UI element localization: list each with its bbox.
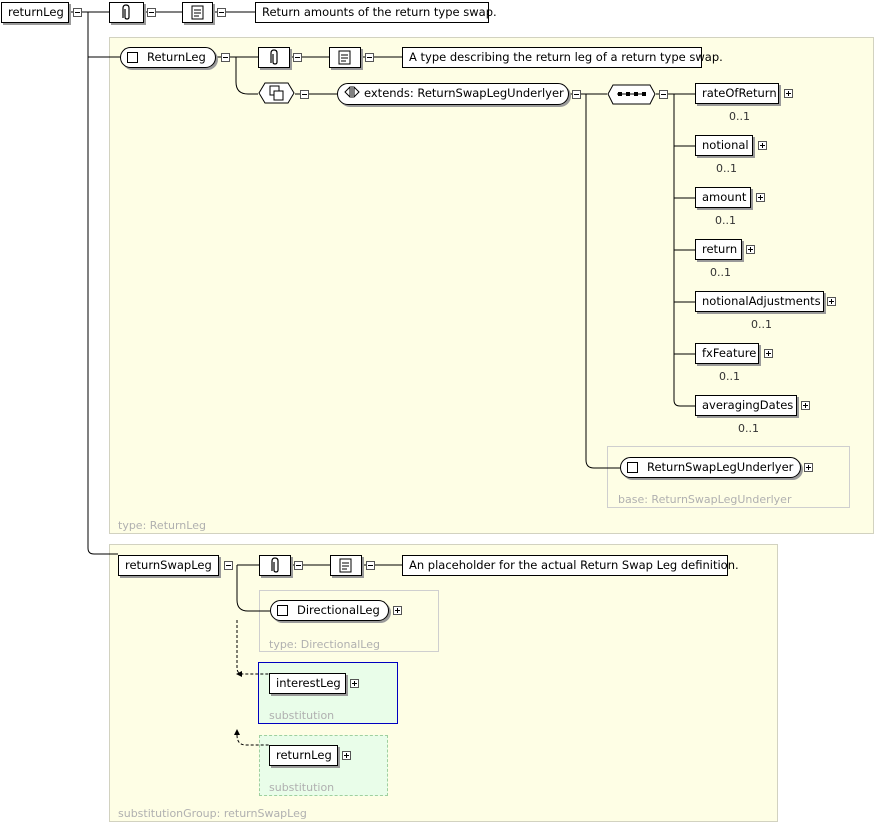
occurrence-notionaladjustments: 0..1: [751, 318, 772, 331]
extension-label: extends: ReturnSwapLegUnderlyer: [364, 86, 564, 100]
element-return[interactable]: return: [695, 239, 742, 260]
occurrence-rateofreturn: 0..1: [729, 110, 750, 123]
element-returnswapleg[interactable]: returnSwapLeg: [118, 555, 219, 576]
collapse-toggle-extension[interactable]: [572, 90, 581, 99]
element-rateofreturn[interactable]: rateOfReturn: [695, 83, 779, 104]
element-interestleg-label: interestLeg: [276, 676, 341, 690]
expand-toggle-interestleg[interactable]: [350, 679, 359, 688]
occurrence-averagingdates: 0..1: [738, 422, 759, 435]
element-returnleg-root[interactable]: returnLeg: [1, 2, 69, 23]
complex-type-icon: [277, 605, 288, 616]
element-returnleg-substitution-label: returnLeg: [276, 748, 332, 762]
base-type-caption: base: ReturnSwapLegUnderlyer: [618, 493, 792, 506]
collapse-toggle-model-group[interactable]: [300, 90, 309, 99]
element-notionaladjustments-label: notionalAdjustments: [702, 294, 821, 308]
complex-type-returnleg-label: ReturnLeg: [147, 50, 206, 64]
annotation-paperclip-returnleg[interactable]: [258, 47, 290, 68]
complex-type-returnswaplegunderlyer[interactable]: ReturnSwapLegUnderlyer: [620, 457, 801, 478]
complex-type-icon: [127, 52, 138, 63]
complex-type-icon: [627, 462, 638, 473]
paperclip-icon: [122, 4, 130, 20]
extension-arrows-icon: [344, 85, 360, 99]
occurrence-amount: 0..1: [715, 214, 736, 227]
expand-toggle-fxfeature[interactable]: [764, 349, 773, 358]
substitution-caption-interestleg: substitution: [269, 709, 335, 722]
collapse-toggle-root-annotation[interactable]: [147, 8, 156, 17]
element-averagingdates[interactable]: averagingDates: [695, 395, 797, 416]
documentation-scroll-returnleg[interactable]: [329, 47, 361, 68]
collapse-toggle-returnleg-type[interactable]: [221, 53, 230, 62]
element-fxfeature-label: fxFeature: [702, 346, 757, 360]
element-notional-label: notional: [702, 138, 749, 152]
element-returnleg-root-label: returnLeg: [8, 5, 64, 19]
expand-toggle-returnleg-substitution[interactable]: [342, 751, 351, 760]
collapse-toggle-sequence[interactable]: [659, 90, 668, 99]
sequence-icon: [607, 84, 656, 105]
paperclip-icon: [271, 557, 279, 573]
collapse-toggle-returnswapleg-annotation[interactable]: [294, 561, 303, 570]
complex-type-returnleg[interactable]: ReturnLeg: [120, 47, 216, 68]
element-returnleg-substitution[interactable]: returnLeg: [269, 745, 338, 766]
element-amount[interactable]: amount: [695, 187, 751, 208]
returnleg-type-caption: type: ReturnLeg: [118, 519, 206, 532]
documentation-text-returnswapleg: An placeholder for the actual Return Swa…: [402, 555, 739, 576]
documentation-scroll-root[interactable]: [182, 2, 213, 23]
extension-box[interactable]: extends: ReturnSwapLegUnderlyer: [337, 83, 569, 105]
collapse-toggle-root-doc[interactable]: [217, 8, 226, 17]
substitution-caption-returnleg: substitution: [269, 781, 335, 794]
occurrence-fxfeature: 0..1: [719, 370, 740, 383]
expand-toggle-averagingdates[interactable]: [801, 401, 810, 410]
collapse-toggle-root[interactable]: [73, 8, 82, 17]
element-notional[interactable]: notional: [695, 135, 753, 156]
element-amount-label: amount: [702, 190, 747, 204]
expand-toggle-directionalleg[interactable]: [393, 606, 402, 615]
directionalleg-type-caption: type: DirectionalLeg: [269, 638, 380, 651]
element-returnswapleg-label: returnSwapLeg: [125, 558, 212, 572]
element-rateofreturn-label: rateOfReturn: [702, 86, 777, 100]
expand-toggle-amount[interactable]: [756, 193, 765, 202]
annotation-paperclip-root[interactable]: [109, 2, 144, 23]
collapse-toggle-returnswapleg[interactable]: [224, 561, 233, 570]
expand-toggle-notionaladjustments[interactable]: [827, 297, 836, 306]
expand-toggle-return[interactable]: [746, 245, 755, 254]
documentation-text-root: Return amounts of the return type swap.: [255, 2, 497, 23]
element-notionaladjustments[interactable]: notionalAdjustments: [695, 291, 824, 312]
expand-toggle-rateofreturn[interactable]: [784, 89, 793, 98]
complex-type-returnswaplegunderlyer-label: ReturnSwapLegUnderlyer: [647, 460, 794, 474]
all-group-icon: [258, 82, 295, 104]
sequence-box[interactable]: [607, 84, 656, 105]
element-interestleg[interactable]: interestLeg: [269, 673, 346, 694]
collapse-toggle-returnleg-doc[interactable]: [365, 53, 374, 62]
occurrence-notional: 0..1: [716, 162, 737, 175]
annotation-paperclip-returnswapleg[interactable]: [259, 555, 291, 576]
complex-type-directionalleg-label: DirectionalLeg: [297, 603, 380, 617]
element-averagingdates-label: averagingDates: [702, 398, 794, 412]
collapse-toggle-returnleg-annotation[interactable]: [293, 53, 302, 62]
element-fxfeature[interactable]: fxFeature: [695, 343, 759, 364]
documentation-scroll-returnswapleg[interactable]: [330, 555, 362, 576]
substitution-group-panel: [109, 544, 778, 822]
scroll-icon: [191, 5, 204, 20]
model-group-box[interactable]: [258, 82, 295, 105]
occurrence-return: 0..1: [710, 266, 731, 279]
collapse-toggle-returnswapleg-doc[interactable]: [366, 561, 375, 570]
paperclip-icon: [270, 49, 278, 65]
documentation-text-returnleg: A type describing the return leg of a re…: [402, 47, 723, 68]
expand-toggle-notional[interactable]: [758, 141, 767, 150]
expand-toggle-returnswaplegunderlyer[interactable]: [804, 463, 813, 472]
scroll-icon: [338, 50, 351, 65]
element-return-label: return: [702, 242, 738, 256]
complex-type-directionalleg[interactable]: DirectionalLeg: [270, 600, 389, 621]
scroll-icon: [339, 558, 352, 573]
substitution-group-caption: substitutionGroup: returnSwapLeg: [118, 807, 307, 820]
